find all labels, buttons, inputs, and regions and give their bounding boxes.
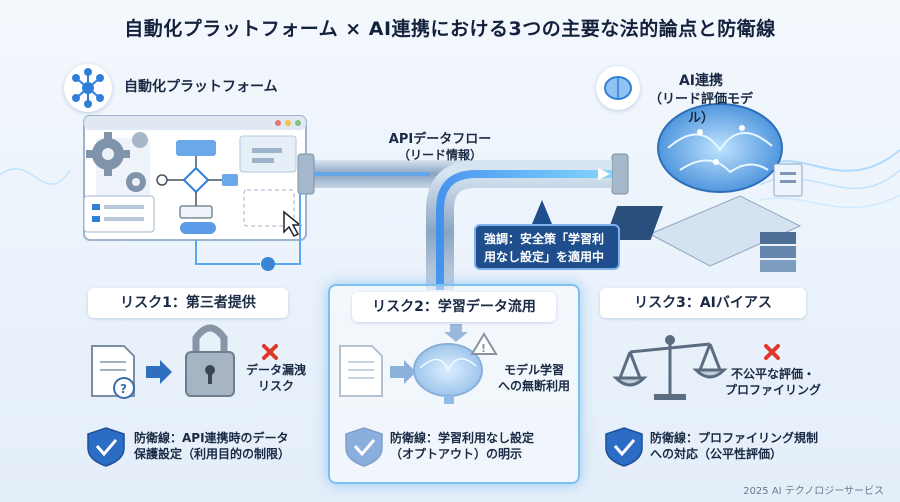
risk2-defense: 防衛線：学習利用なし設定 （オプトアウト）の明示 (390, 430, 578, 462)
risk1-defense-line-2: 保護設定（利用目的の制限） (134, 447, 291, 461)
warning-icon: ! (470, 332, 498, 355)
svg-text:?: ? (120, 382, 127, 396)
footer-credit: 2025 AI テクノロジーサービス (743, 486, 884, 497)
ai-icon-badge (596, 66, 640, 110)
risk1-description: データ漏洩 リスク (236, 362, 316, 394)
api-flow-subtitle: （リード情報） (397, 148, 482, 162)
safety-callout: 強調：安全策「学習利 用なし設定」を適用中 (474, 224, 620, 270)
risk3-defense-line-1: 防衛線：プロファイリング規制 (650, 431, 819, 445)
platform-icon-badge (64, 64, 112, 112)
risk2-line-2: への無断利用 (497, 379, 570, 393)
brain-icon (413, 343, 483, 404)
risk2-description: モデル学習 への無断利用 (490, 362, 578, 394)
dashboard-window-icon (83, 115, 307, 241)
svg-text:!: ! (481, 342, 486, 355)
balance-scale-icon (612, 335, 728, 400)
platform-label: 自動化プラットフォーム (124, 79, 278, 95)
risk2-defense-line-2: （オプトアウト）の明示 (390, 447, 523, 461)
api-flow-title: APIデータフロー (388, 132, 492, 147)
document-icon (339, 345, 383, 397)
arrow-right-icon (146, 360, 172, 384)
arrow-right-icon (390, 360, 416, 384)
api-pipe (297, 153, 629, 290)
padlock-icon (185, 324, 235, 397)
ai-subtitle: （リード評価モデル） (648, 92, 753, 126)
risk3-defense-line-2: への対応（公平性評価） (650, 447, 783, 461)
document-question-icon: ? (91, 345, 135, 399)
risk3-line-2: プロファイリング (724, 383, 821, 397)
ai-brain-server (604, 103, 803, 272)
callout-line-1: 強調：安全策「学習利 (484, 232, 605, 246)
risk2-title: リスク2：学習データ流用 (352, 292, 556, 322)
risk1-line-1: データ漏洩 (245, 363, 306, 377)
shield-check-icon (87, 427, 643, 467)
risk2-defense-line-1: 防衛線：学習利用なし設定 (390, 431, 535, 445)
risk1-defense-line-1: 防衛線：API連携時のデータ (134, 431, 289, 445)
callout-line-2: 用なし設定」を適用中 (484, 250, 605, 264)
risk1-defense: 防衛線：API連携時のデータ 保護設定（利用目的の制限） (134, 430, 334, 462)
risk3-defense: 防衛線：プロファイリング規制 への対応（公平性評価） (650, 430, 850, 462)
risk3-title: リスク3：AIバイアス (600, 288, 806, 318)
gear-icon (86, 132, 148, 192)
ai-title: AI連携 (678, 73, 724, 89)
risk1-line-2: リスク (257, 379, 294, 393)
page-title: 自動化プラットフォーム × AI連携における3つの主要な法的論点と防衛線 (124, 18, 776, 40)
risk1-title: リスク1：第三者提供 (88, 288, 288, 318)
risk2-line-1: モデル学習 (503, 363, 564, 377)
risk3-description: 不公平な評価・ プロファイリング (720, 366, 826, 398)
risk3-line-1: 不公平な評価・ (730, 367, 815, 381)
arrow-down-icon (444, 324, 468, 342)
